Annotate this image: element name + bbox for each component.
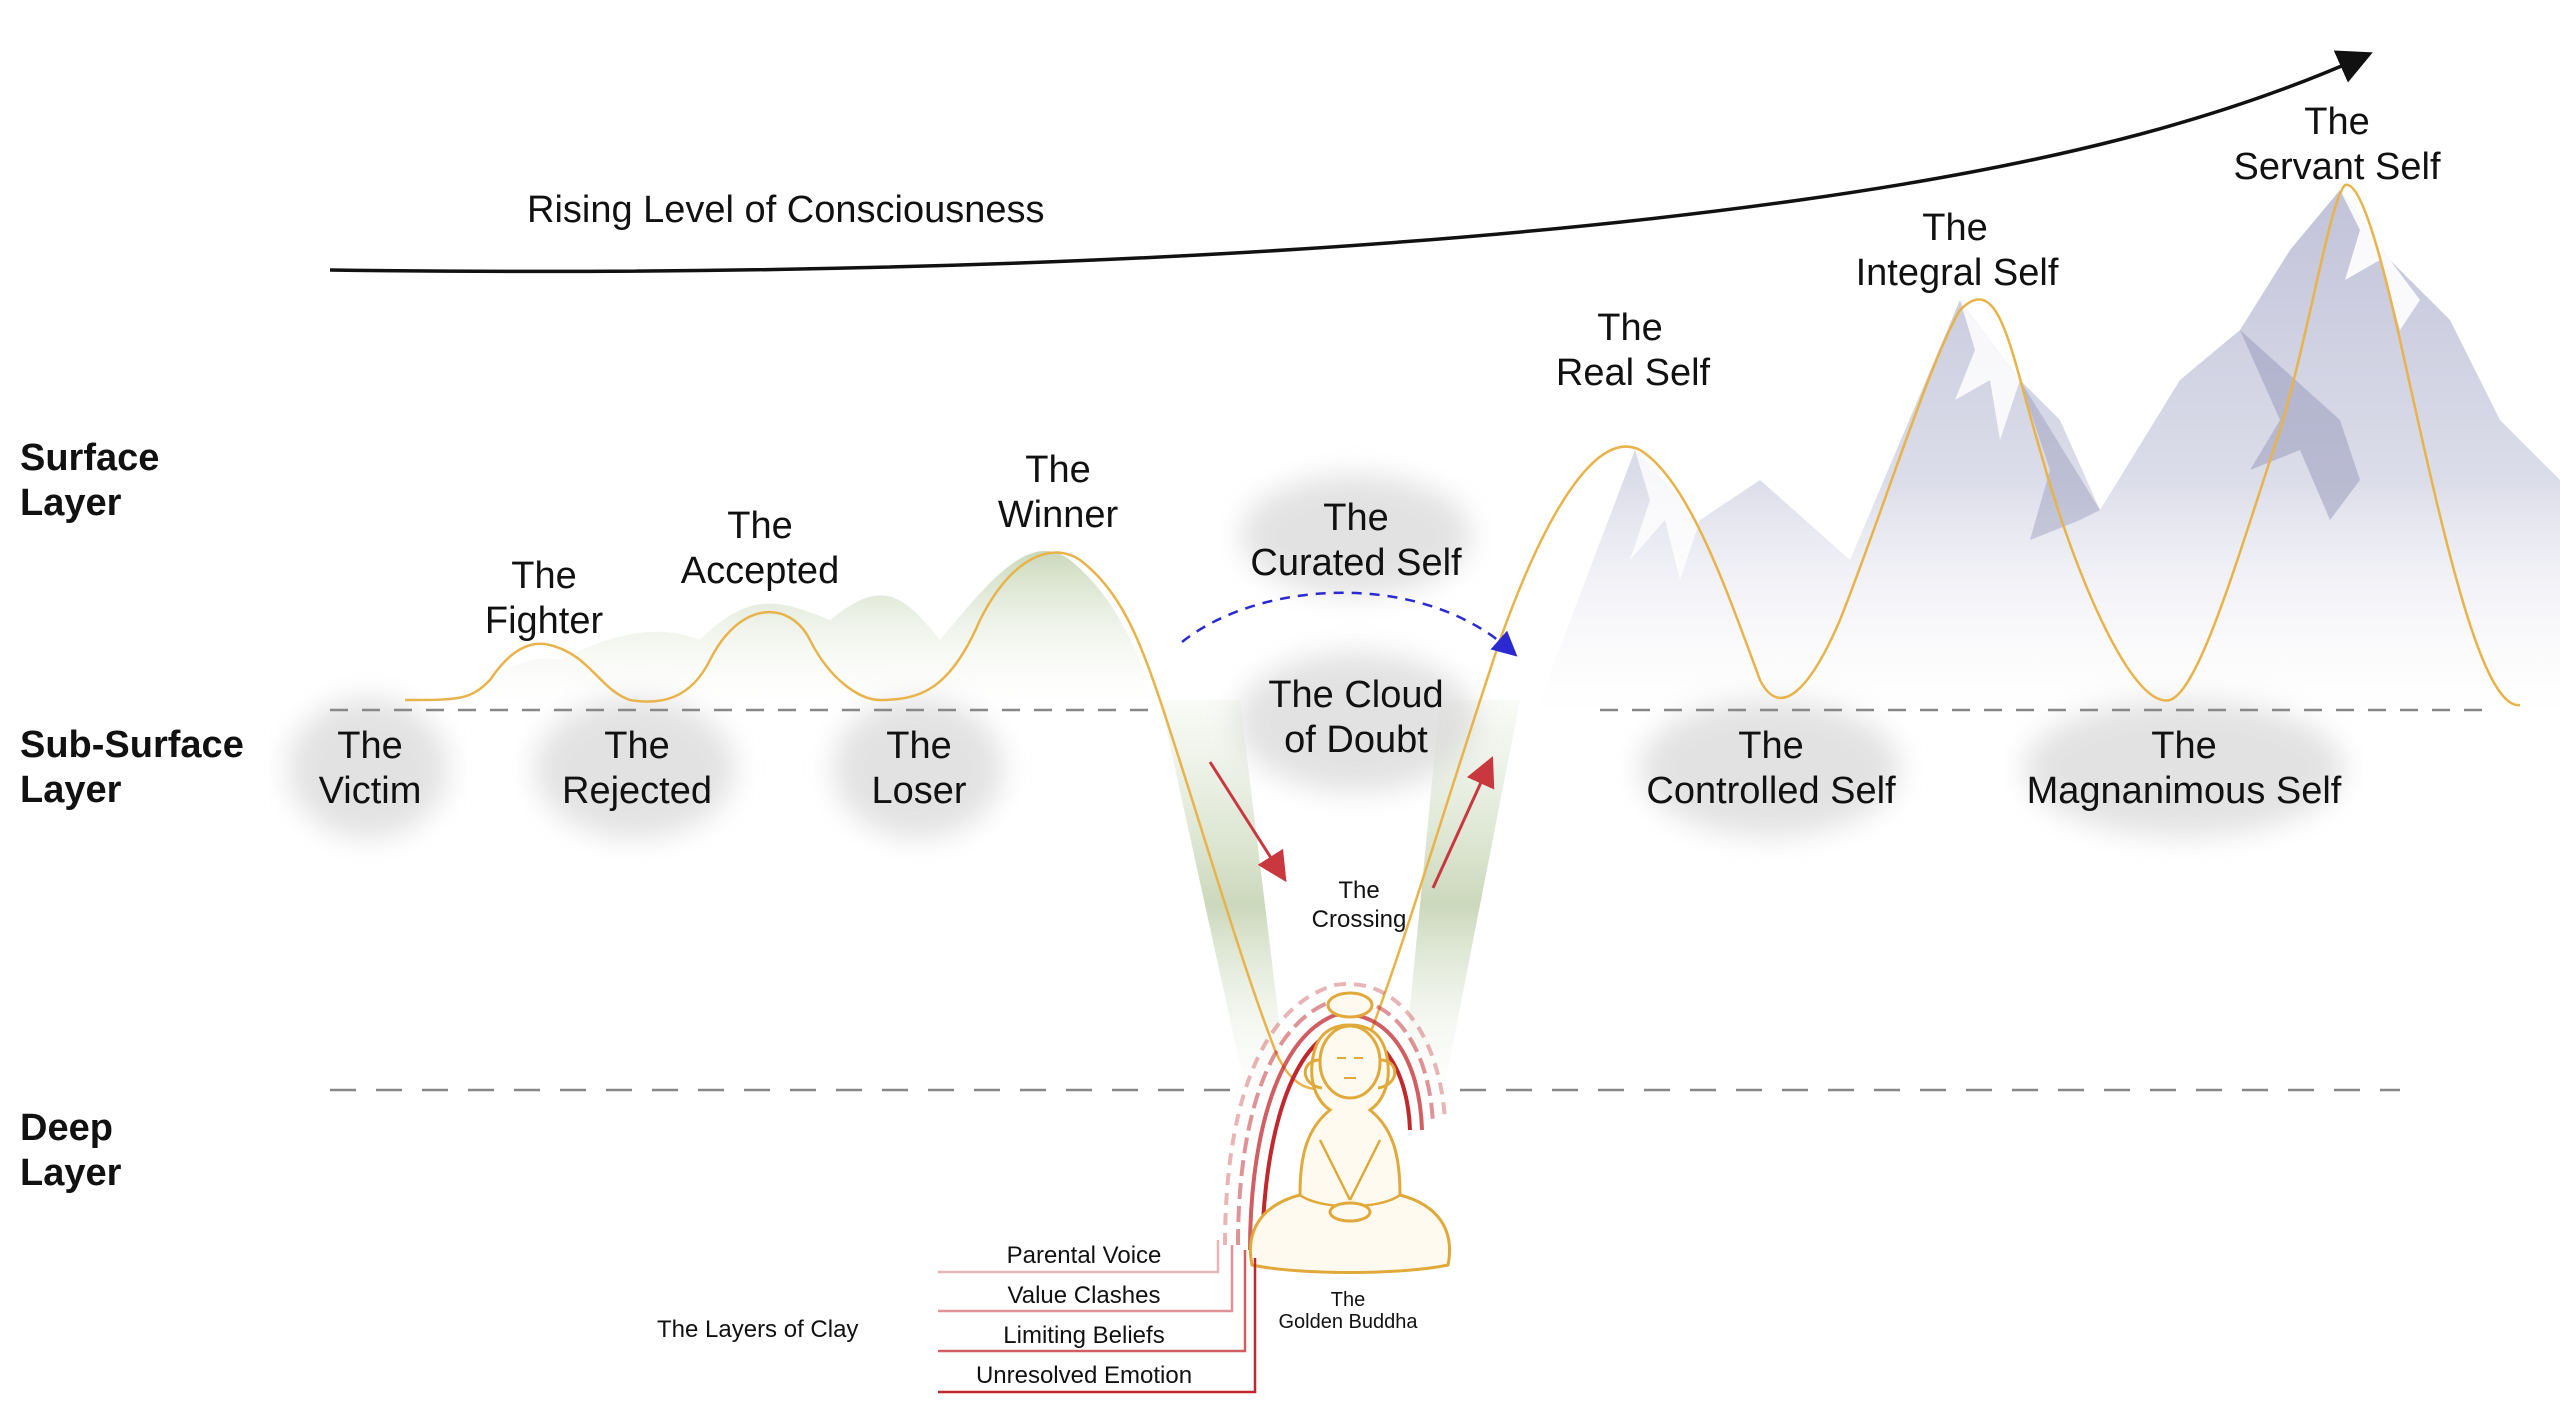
rising-arrow: [329, 50, 2373, 274]
mountain-range: [1540, 190, 2560, 720]
golden-buddha: [1249, 991, 1451, 1274]
clay-layer-labels: Parental Voice Value Clashes Limiting Be…: [976, 1242, 1192, 1389]
descent-arrow: [1208, 761, 1287, 883]
label-clouds: [288, 475, 2344, 838]
consciousness-curve: [404, 183, 2521, 1091]
clay-layer-value-clashes: Value Clashes: [1008, 1282, 1161, 1309]
ascent-arrow: [1431, 756, 1495, 889]
ascent-shaft: [1400, 700, 1520, 1110]
green-hills: [420, 551, 1160, 710]
curated-self-arc: [1181, 591, 1518, 657]
rising-arrow-label: Rising Level of Consciousness: [527, 189, 1045, 231]
clay-layer-unresolved-emotion: Unresolved Emotion: [976, 1362, 1192, 1389]
clay-layers-title: The Layers of Clay: [657, 1316, 858, 1343]
clay-layer-lines: [938, 1240, 1257, 1394]
clay-layer-limiting-beliefs: Limiting Beliefs: [1003, 1322, 1164, 1349]
clay-layer-parental-voice: Parental Voice: [1007, 1242, 1162, 1269]
